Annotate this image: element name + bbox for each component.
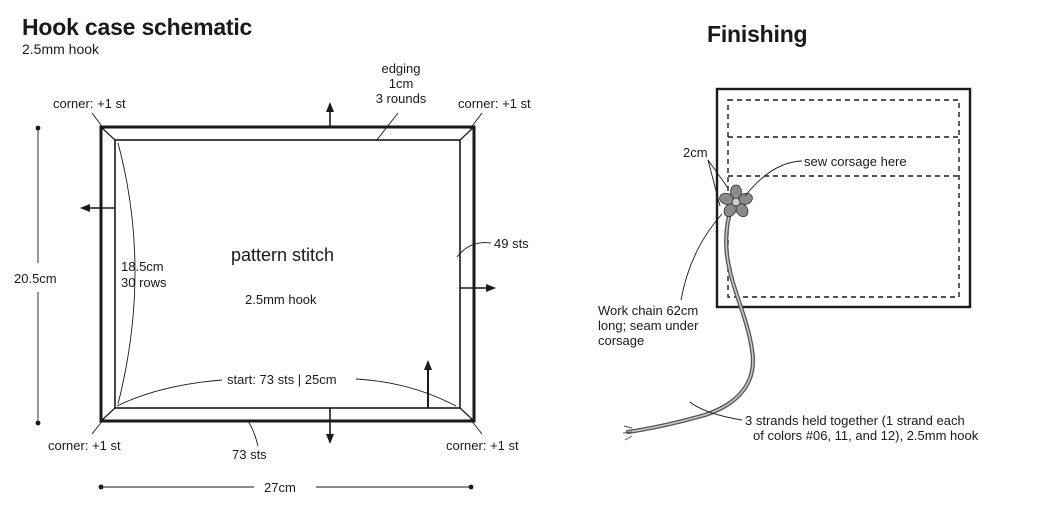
sew-corsage-label: sew corsage here	[804, 154, 907, 169]
height-dimension	[35, 125, 41, 426]
leader-edging	[375, 112, 399, 142]
chain-cord	[622, 200, 756, 441]
chain-label-1: Work chain 62cm	[598, 303, 699, 318]
leader-2cm-a	[707, 159, 729, 189]
corner-diagonal-tr	[459, 126, 475, 141]
edging-label-3: 3 rounds	[375, 91, 427, 106]
width-total-label: 27cm	[264, 480, 296, 495]
case-outline	[715, 87, 972, 309]
leader-corner-tl	[91, 112, 105, 130]
width-dimension	[98, 484, 474, 490]
corner-diagonal-br	[459, 407, 475, 422]
leader-strands	[689, 401, 743, 421]
strands-label-1: 3 strands held together (1 strand each	[745, 413, 965, 428]
leader-corner-tr	[469, 112, 483, 130]
leader-corner-bl	[91, 418, 105, 435]
leader-2cm-b	[707, 159, 721, 207]
height-total-label: 20.5cm	[14, 271, 57, 286]
hook-case-panel	[99, 125, 476, 423]
finishing-panel	[715, 87, 972, 309]
edging-label-1: edging	[381, 61, 421, 76]
corner-diagonal-tl	[100, 126, 116, 141]
side-sts-label: 49 sts	[494, 236, 529, 251]
dashed-outline	[727, 99, 960, 298]
chain-label-3: corsage	[598, 333, 645, 348]
rows-label-1: 18.5cm	[121, 259, 164, 274]
rows-label-2: 30 rows	[121, 275, 167, 290]
strands-label-2: of colors #06, 11, and 12), 2.5mm hook	[753, 428, 979, 443]
leader-sew	[744, 160, 803, 197]
leader-rows	[117, 142, 136, 405]
leader-start-left	[116, 379, 223, 407]
chain-label-2: long; seam under	[598, 318, 699, 333]
leader-73sts	[247, 420, 259, 447]
corner-diagonal-bl	[100, 407, 116, 422]
center-stitch-label: pattern stitch	[231, 245, 335, 265]
outer-edge-rect	[99, 125, 476, 423]
center-hook-label: 2.5mm hook	[245, 292, 317, 307]
leader-chain	[680, 213, 723, 301]
corner-label-bottom-left: corner: +1 st	[48, 438, 121, 453]
edging-label-2: 1cm	[388, 76, 414, 91]
leader-start-right	[355, 378, 457, 407]
leader-49sts	[456, 242, 492, 258]
corner-label-bottom-right: corner: +1 st	[446, 438, 519, 453]
dim-2cm-label: 2cm	[683, 145, 708, 160]
left-title: Hook case schematic	[22, 14, 253, 40]
left-subtitle: 2.5mm hook	[22, 41, 100, 57]
inner-edge-rect	[114, 139, 461, 409]
corner-label-top-right: corner: +1 st	[458, 96, 531, 111]
bottom-sts-label: 73 sts	[232, 447, 267, 462]
corner-label-top-left: corner: +1 st	[53, 96, 126, 111]
right-title: Finishing	[707, 21, 808, 47]
leader-corner-br	[469, 418, 483, 435]
start-label: start: 73 sts | 25cm	[227, 372, 337, 387]
corsage-flower-icon	[719, 184, 753, 218]
